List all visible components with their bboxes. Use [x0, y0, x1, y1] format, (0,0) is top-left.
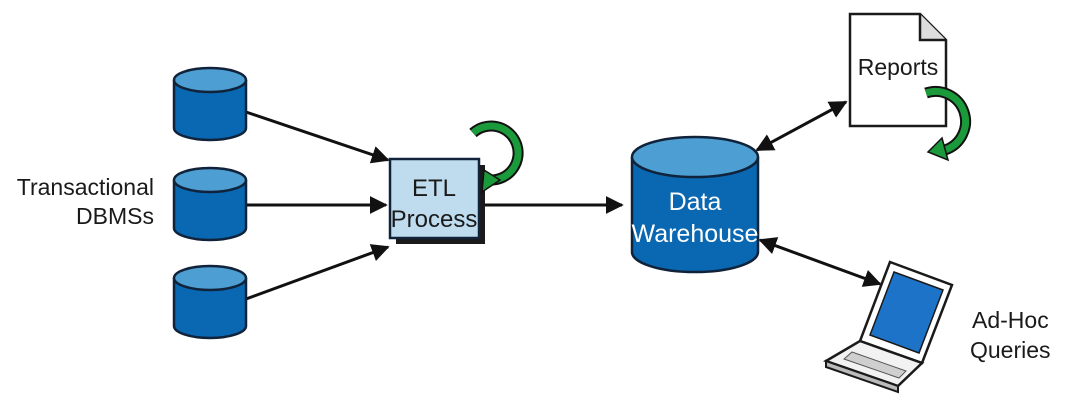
- refresh-icon: [924, 85, 971, 162]
- sources-label-line2: DBMSs: [76, 203, 154, 229]
- adhoc-laptop: [823, 260, 954, 394]
- etl-label-line2: Process: [391, 206, 478, 233]
- source-database-3: [172, 264, 248, 340]
- database-icon: [630, 135, 760, 274]
- laptop-icon: [823, 260, 954, 394]
- arrow-warehouse-adhoc: [758, 237, 882, 287]
- warehouse-label-line1: Data: [669, 188, 722, 216]
- database-icon: [172, 166, 248, 242]
- adhoc-label-line2: Queries: [970, 337, 1051, 363]
- source-database-2: [172, 166, 248, 242]
- database-icon: [172, 264, 248, 340]
- connector-arrows: [245, 100, 882, 301]
- data-warehouse: Data Warehouse: [630, 135, 760, 274]
- reports-label: Reports: [858, 54, 939, 80]
- adhoc-label-line1: Ad-Hoc: [972, 307, 1049, 333]
- source-database-1: [172, 66, 248, 142]
- arrow-source3-to-etl: [245, 244, 390, 301]
- database-icon: [172, 66, 248, 142]
- reports-document: Reports: [848, 12, 948, 128]
- document-icon: [848, 12, 948, 128]
- refresh-icon: [469, 120, 524, 194]
- arrow-source1-to-etl: [245, 110, 390, 164]
- etl-label-line1: ETL: [412, 175, 456, 202]
- warehouse-label-line2: Warehouse: [632, 220, 759, 248]
- sources-label-line1: Transactional: [17, 174, 154, 200]
- arrow-warehouse-reports: [755, 100, 848, 152]
- etl-process-box: ETL Process: [388, 157, 485, 244]
